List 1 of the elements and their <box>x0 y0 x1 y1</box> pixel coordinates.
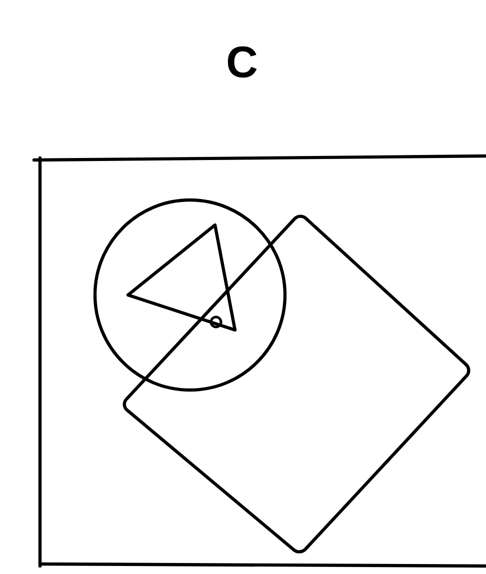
letter-label: C <box>228 46 257 78</box>
